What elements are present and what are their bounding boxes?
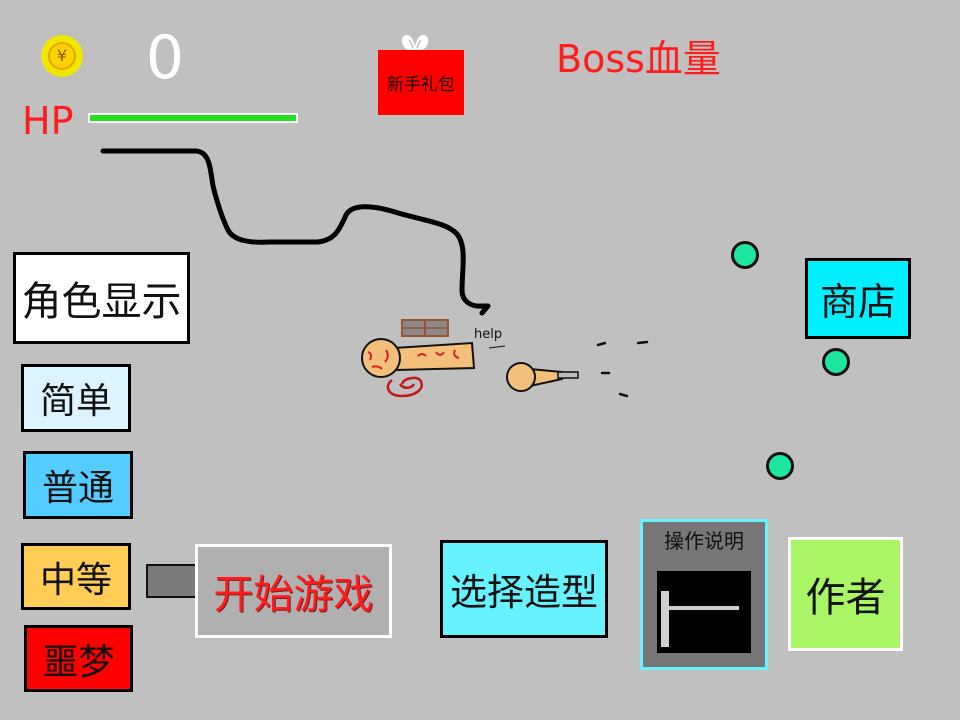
fallen-player-character xyxy=(361,338,476,398)
start-game-button[interactable]: 开始游戏 xyxy=(195,544,392,638)
coin-count: 0 xyxy=(145,23,185,93)
difficulty-medium-label: 中等 xyxy=(39,559,112,601)
help-speech-text: help xyxy=(474,327,502,342)
difficulty-normal-label: 普通 xyxy=(41,468,114,509)
select-skin-label: 选择造型 xyxy=(450,571,598,614)
coin-icon: ¥ xyxy=(41,35,83,77)
select-skin-button[interactable]: 选择造型 xyxy=(440,540,608,638)
controls-guide-preview xyxy=(657,571,751,653)
gift-bow-icon xyxy=(401,34,429,52)
gunner-character xyxy=(506,362,579,392)
difficulty-slider-handle[interactable] xyxy=(146,564,200,598)
difficulty-medium-button[interactable]: 中等 xyxy=(21,543,131,610)
help-pointer-line xyxy=(488,345,506,349)
difficulty-easy-label: 简单 xyxy=(39,381,112,422)
author-label: 作者 xyxy=(805,575,886,621)
controls-guide-title: 操作说明 xyxy=(664,529,744,553)
bullet-trails xyxy=(596,340,649,398)
wooden-crate-icon xyxy=(401,319,449,337)
controls-guide-button[interactable]: 操作说明 xyxy=(640,519,768,670)
boss-hp-label: Boss血量 xyxy=(556,37,721,81)
starter-gift-label: 新手礼包 xyxy=(387,75,455,95)
start-game-label: 开始游戏 xyxy=(213,572,374,618)
hp-label: HP xyxy=(22,99,74,143)
role-display-label: 角色显示 xyxy=(21,279,182,325)
enemy-gem xyxy=(822,348,850,376)
shop-button[interactable]: 商店 xyxy=(805,258,911,339)
hp-bar xyxy=(88,113,298,123)
author-button[interactable]: 作者 xyxy=(788,537,903,651)
difficulty-nightmare-label: 噩梦 xyxy=(42,641,115,683)
drawn-path xyxy=(100,148,491,316)
role-display-button[interactable]: 角色显示 xyxy=(13,252,190,344)
enemy-gem xyxy=(766,452,794,480)
shop-label: 商店 xyxy=(819,280,896,324)
enemy-gem xyxy=(731,241,759,269)
difficulty-nightmare-button[interactable]: 噩梦 xyxy=(24,625,133,692)
difficulty-easy-button[interactable]: 简单 xyxy=(21,364,131,432)
starter-gift-button[interactable]: 新手礼包 xyxy=(378,50,464,115)
controls-diagram-icon xyxy=(661,591,739,647)
yen-symbol: ¥ xyxy=(48,42,76,70)
difficulty-normal-button[interactable]: 普通 xyxy=(23,451,133,519)
